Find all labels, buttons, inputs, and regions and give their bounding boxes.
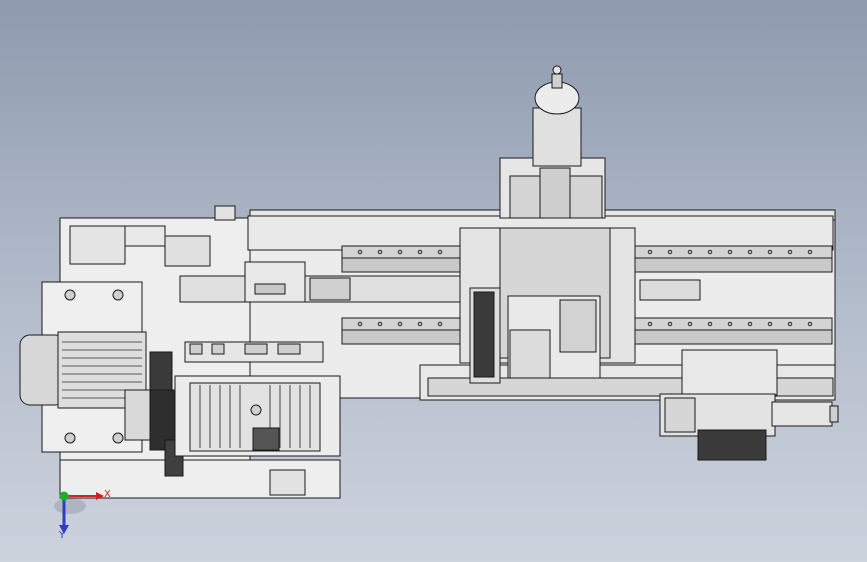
spindle-head <box>174 341 341 457</box>
axis-y-label: Y <box>59 530 66 541</box>
pulleys <box>124 351 184 477</box>
axis-x-label: X <box>104 489 111 500</box>
coordinate-triad <box>54 491 104 534</box>
carriage <box>459 227 636 384</box>
triad-origin <box>59 491 69 501</box>
tailstock <box>659 349 839 461</box>
spindle-fins <box>199 385 311 448</box>
cross-slide-motor <box>499 65 606 219</box>
rail-bolts <box>357 249 813 327</box>
y-axis-arrow <box>59 496 69 534</box>
ball-screw <box>179 261 701 303</box>
x-axis-arrow <box>64 492 104 500</box>
motor-fins <box>62 341 142 399</box>
triad-shadow <box>54 498 86 514</box>
